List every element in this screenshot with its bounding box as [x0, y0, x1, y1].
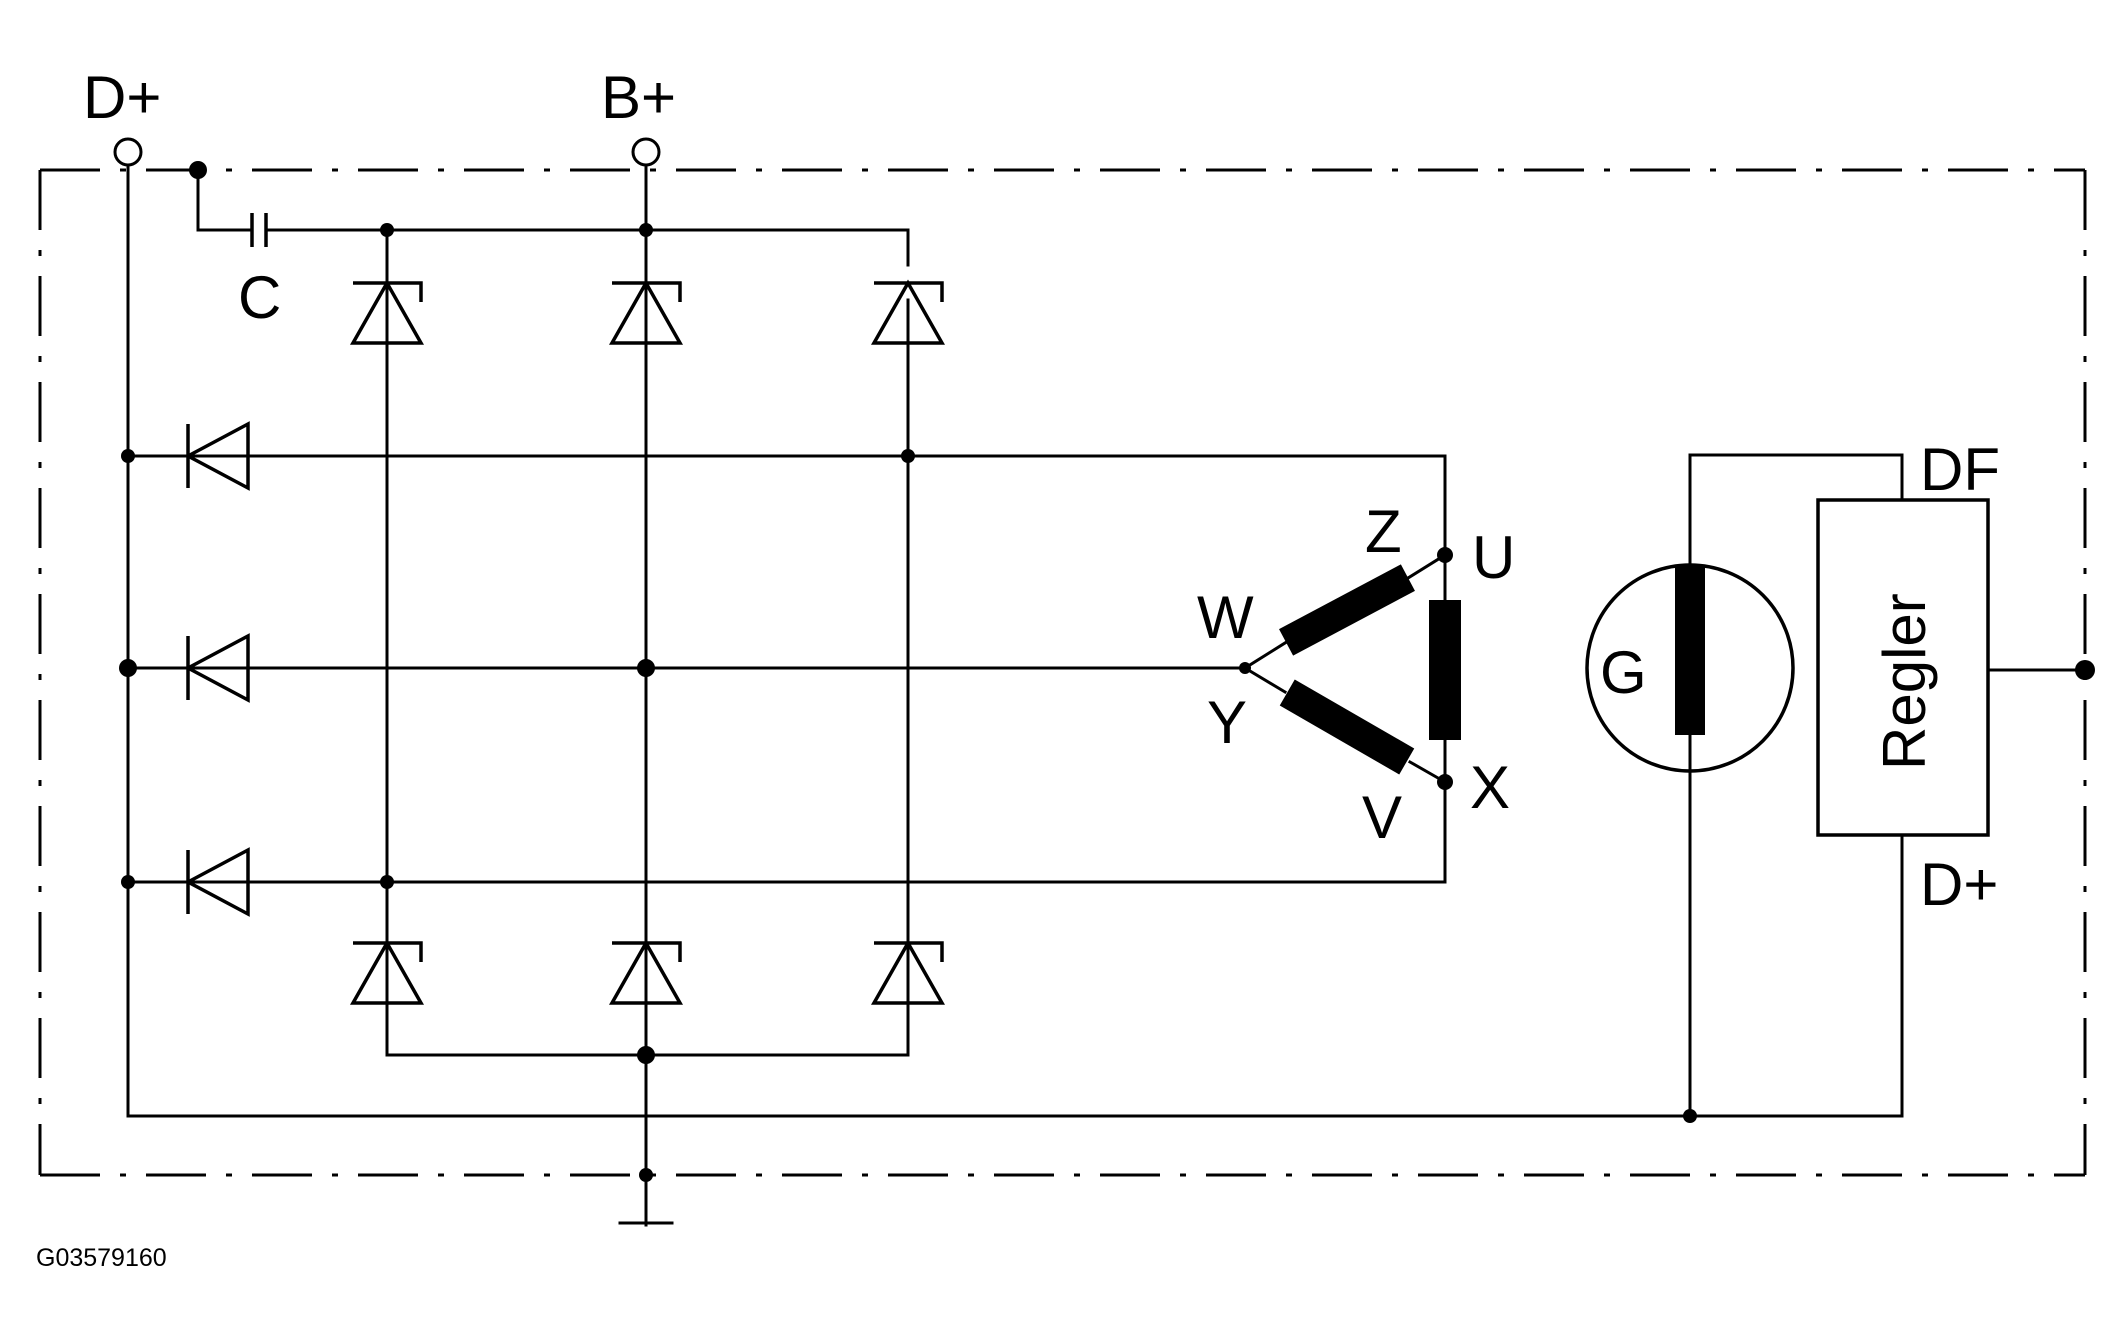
label-capacitor: C [238, 264, 281, 331]
zener-diode [349, 279, 425, 345]
zener-diode [870, 279, 946, 345]
zener-diode [349, 939, 425, 1005]
generator-symbol [1585, 563, 1795, 773]
regulator-box [1816, 498, 1990, 837]
terminal-b-plus [631, 137, 661, 167]
label-regulator: Regler [1871, 593, 1938, 770]
exciter-diode [184, 633, 250, 703]
label-generator: G [1600, 639, 1647, 706]
junction-dots [119, 161, 2095, 1182]
exciter-diode [184, 847, 250, 917]
label-u: U [1472, 524, 1515, 591]
label-w: W [1197, 584, 1254, 651]
label-b-plus-terminal: B+ [601, 64, 676, 131]
label-y: Y [1207, 689, 1247, 756]
zener-diode [608, 279, 684, 345]
label-d-plus-regulator: D+ [1920, 851, 1998, 918]
zener-diode [870, 939, 946, 1005]
capacitor-symbol [250, 213, 268, 247]
label-z: Z [1365, 498, 1402, 565]
stator-winding [1279, 679, 1415, 775]
label-d-plus-terminal: D+ [83, 64, 161, 131]
wiring [126, 150, 2087, 1227]
zener-diode [608, 939, 684, 1005]
label-df: DF [1920, 436, 2000, 503]
drawing-code: G03579160 [36, 1244, 167, 1272]
stator-winding [1429, 600, 1461, 740]
exciter-diode [184, 421, 250, 491]
terminal-d-plus [113, 137, 143, 167]
housing-boundary [38, 168, 2087, 1177]
label-x: X [1470, 754, 1510, 821]
label-v: V [1362, 784, 1402, 851]
stator-winding [1279, 564, 1415, 656]
